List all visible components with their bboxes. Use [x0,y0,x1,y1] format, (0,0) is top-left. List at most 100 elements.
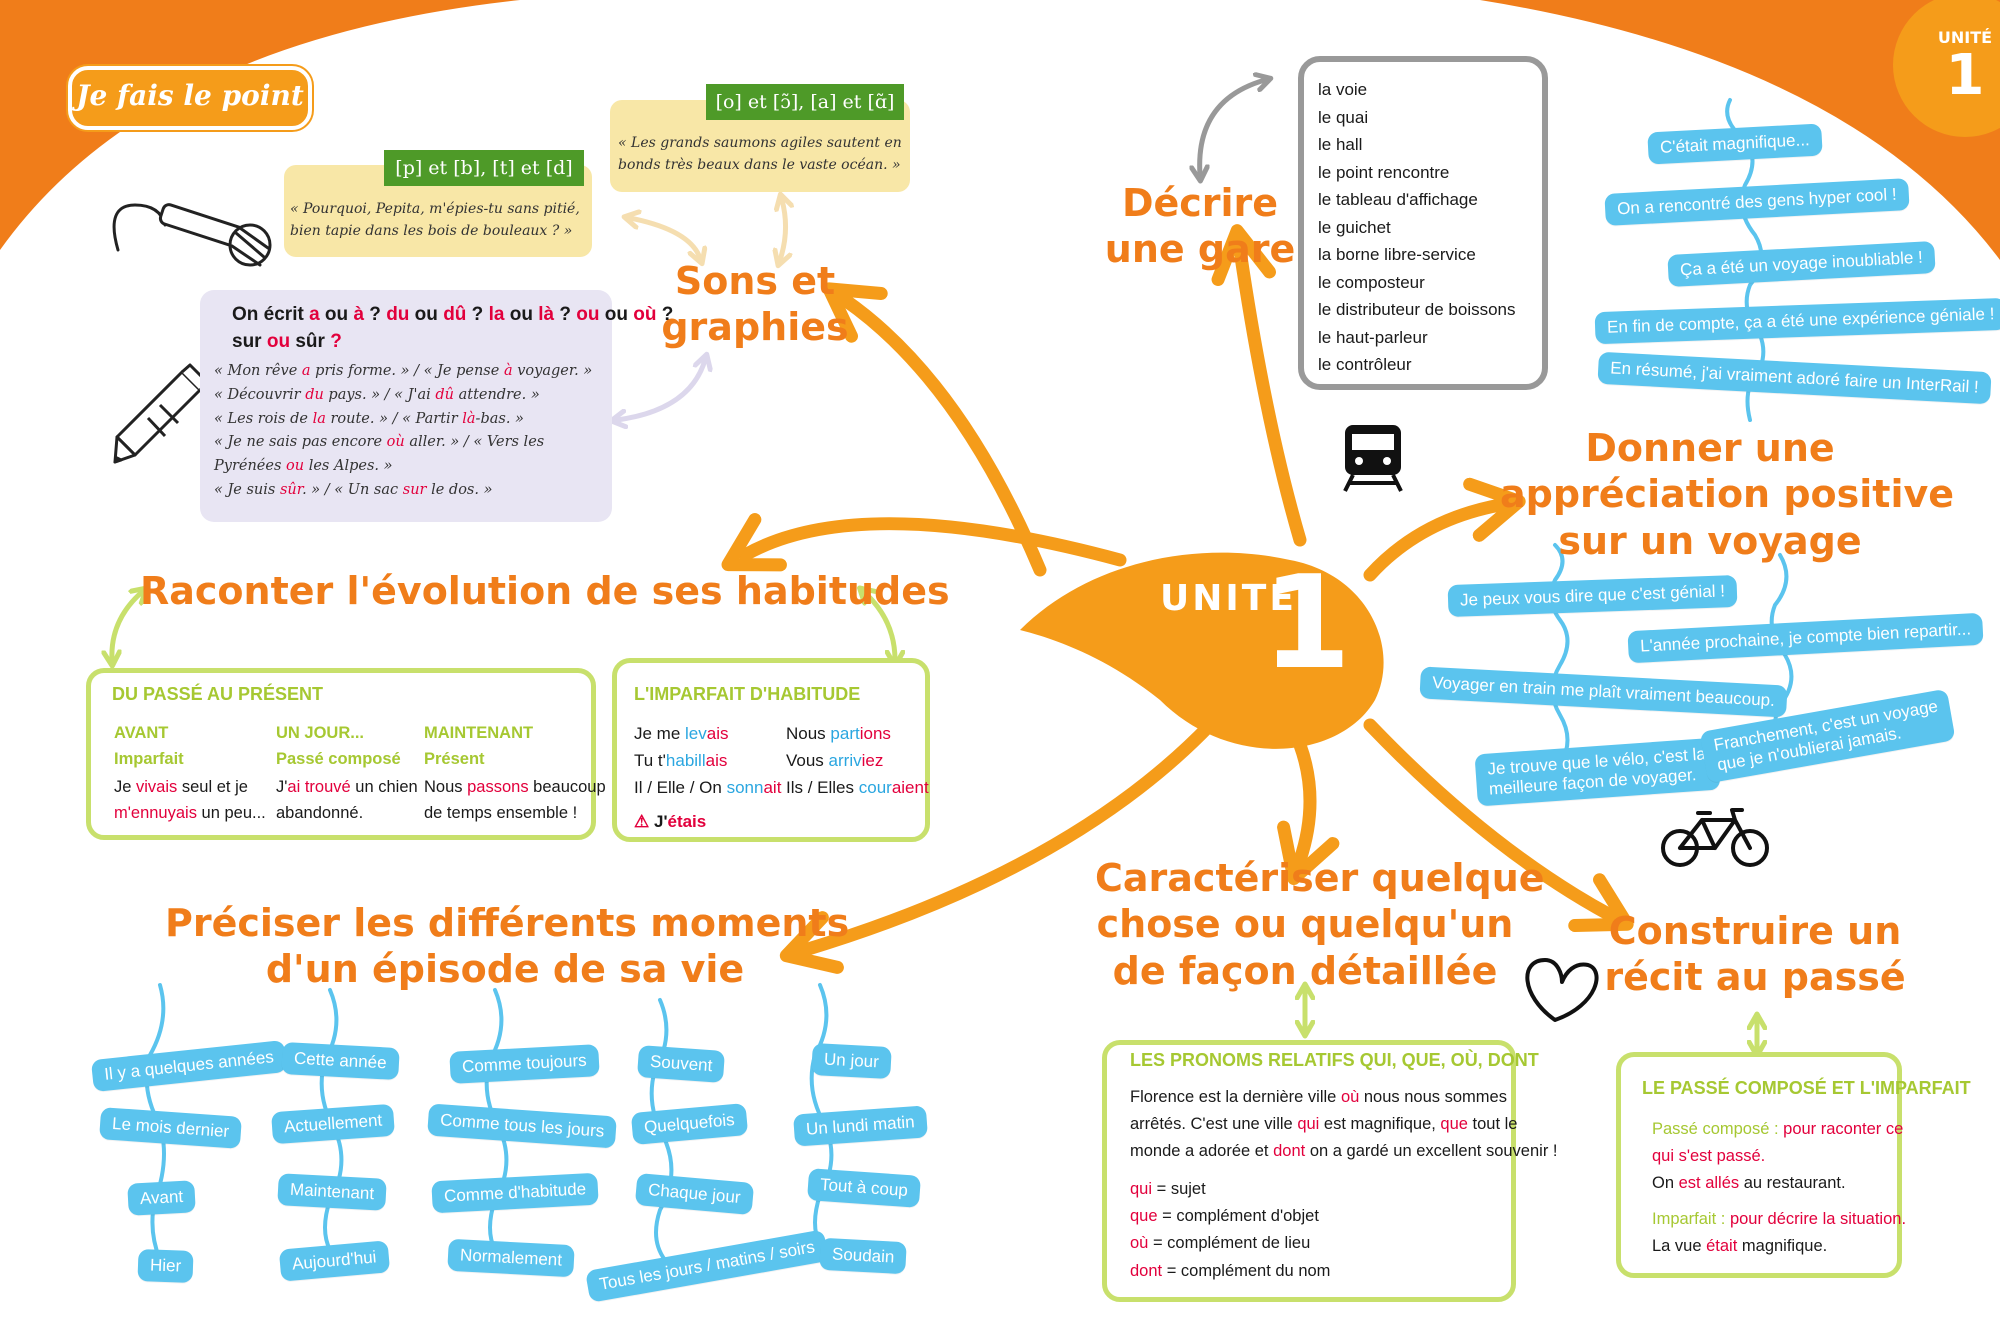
pronoms-text-part: où [1340,1088,1360,1106]
stem: habill [665,751,706,771]
unit-number: 1 [1262,549,1352,698]
gare-item: la borne libre-service [1318,245,1476,264]
rule-example-part: où [386,434,405,451]
moment-chip: Cette année [281,1041,400,1081]
branches [721,224,1634,974]
rule-example: « Découvrir du pays. » / « J'ai dû atten… [214,384,604,408]
rule-title-part: ou [409,304,444,325]
example-part: seul et je [181,778,248,796]
rule-example: « Mon rêve a pris forme. » / « Je pense … [214,360,604,384]
badge: Je fais le point [68,66,312,130]
pronoms-box [1102,1040,1516,1302]
appreciation-heading: Donner une appréciation positive sur un … [1500,426,1955,563]
conjugation-row: Ils / Elles couraient [786,774,936,801]
sons-rule-title: On écrit a ou à ? du ou dû ? la ou là ? … [232,302,673,355]
recit-title: LE PASSÉ COMPOSÉ ET L'IMPARFAIT [1642,1078,1971,1098]
example-part: beaucoup de temps ensemble ! [424,778,606,823]
corner-unit-number: 1 [1945,43,1985,108]
warning-verb: étais [667,812,707,831]
pronoms-text-part: qui [1297,1115,1320,1134]
unit-label: UNITÉ [1160,578,1297,619]
passe-box [86,668,596,840]
sons-rule-lines: « Mon rêve a pris forme. » / « Je pense … [214,360,604,503]
pronoun-definition: qui = sujet [1130,1176,1510,1203]
imparfait-box [612,658,930,842]
stem: part [830,724,860,743]
moment-chip: Un jour [811,1042,892,1080]
pronoun: qui [1130,1180,1153,1198]
unit-drop [1020,552,1384,749]
example-part: ai trouvé [287,778,351,796]
passe-col-example: Je vivais seul et je m'ennuyais un peu..… [114,774,266,827]
rule-title-part: dû [443,304,467,325]
recit-box [1616,1052,1902,1278]
example-part: Nous [424,778,468,796]
rule-example: « Les rois de la route. » / « Partir là-… [214,408,604,432]
rule-title-part: du [386,304,410,325]
rule-title-part: à [353,304,365,325]
rule-example-part: attendre. » [453,386,540,403]
example-part: passons [467,778,529,796]
stem: arriv [828,751,862,771]
example-part: un peu... [196,804,266,823]
rule-title-part: a [309,304,320,325]
rule-title-part: ou [599,304,634,325]
rule-example-part: « Découvrir [214,386,306,403]
col-tense: Passé composé [276,750,401,769]
rule-example-part: du [305,386,324,403]
rule-title-part: sûr [295,330,325,352]
gare-item: le contrôleur [1318,355,1412,374]
caracteriser-heading: Caractériser quelque chose ou quelqu'un … [1095,856,1545,993]
sons-rules-box [200,290,612,522]
rule-example-part: a [301,363,311,379]
gare-item: le distributeur de boissons [1318,300,1516,319]
rule-title-part: ou [261,330,296,352]
rule-title-part: ? [324,330,342,352]
example-part: Je [114,778,137,796]
definition: = complément de lieu [1148,1234,1311,1253]
pronoun: Nous [786,724,831,743]
recit-part: au restaurant. [1739,1174,1846,1193]
stem: cour [858,778,892,798]
ending: ais [706,724,729,743]
pronoun: que [1130,1207,1158,1226]
corner-unit-label: UNITÉ [1937,28,1993,47]
rule-title-part: ou [319,304,354,325]
passe-col-example: J'ai trouvé un chien abandonné. [276,774,418,827]
gare-item: la voie [1318,80,1368,99]
rule-example-part: les Alpes. » [304,458,393,475]
pronoun: Je me [634,724,686,743]
warning-pronoun: J' [653,812,668,831]
definition: = complément du nom [1162,1261,1331,1280]
rule-title-part: où [633,304,657,325]
sons-quote-2: « Les grands saumons agiles sautent en b… [618,135,902,174]
rule-title-part: On écrit [232,304,310,325]
pronoun: Ils / Elles [786,778,859,798]
rule-example-part: . » / « Un sac [302,481,403,498]
conjugation-row: Je me levais [634,720,784,747]
pronoun: Vous [786,751,829,771]
rule-example-part: aller. » / « Vers les [404,434,545,451]
sons-tag-2: [o] et [ɔ̃], [a] et [ɑ̃] [706,84,904,120]
pronoun: Tu t' [634,751,666,771]
recit-part: est allés [1678,1174,1740,1193]
pronoms-text-part: Florence est la dernière ville [1130,1088,1341,1106]
rule-example-part: le dos. » [426,481,493,498]
rule-example: « Je suis sûr. » / « Un sac sur le dos. … [214,479,604,503]
passe-title: DU PASSÉ AU PRÉSENT [112,684,324,704]
col-label: AVANT [114,724,169,742]
pronoun: où [1130,1234,1149,1253]
rule-example-part: « Je ne sais pas encore [214,434,387,451]
pronoms-text-part: dont [1273,1142,1306,1161]
rule-example-part: à [503,363,513,379]
recit-imparfait: Imparfait : pour décrire la situation. L… [1652,1206,1906,1260]
pronoms-text-part: nous nous sommes arrêtés. C'est une vill… [1130,1088,1507,1134]
gare-item: le haut-parleur [1318,327,1428,347]
rule-example-part: « Les rois de [214,410,313,427]
gare-item: le composteur [1318,272,1425,292]
rule-example-part: sûr [279,481,303,498]
bicycle-icon [1661,808,1769,867]
